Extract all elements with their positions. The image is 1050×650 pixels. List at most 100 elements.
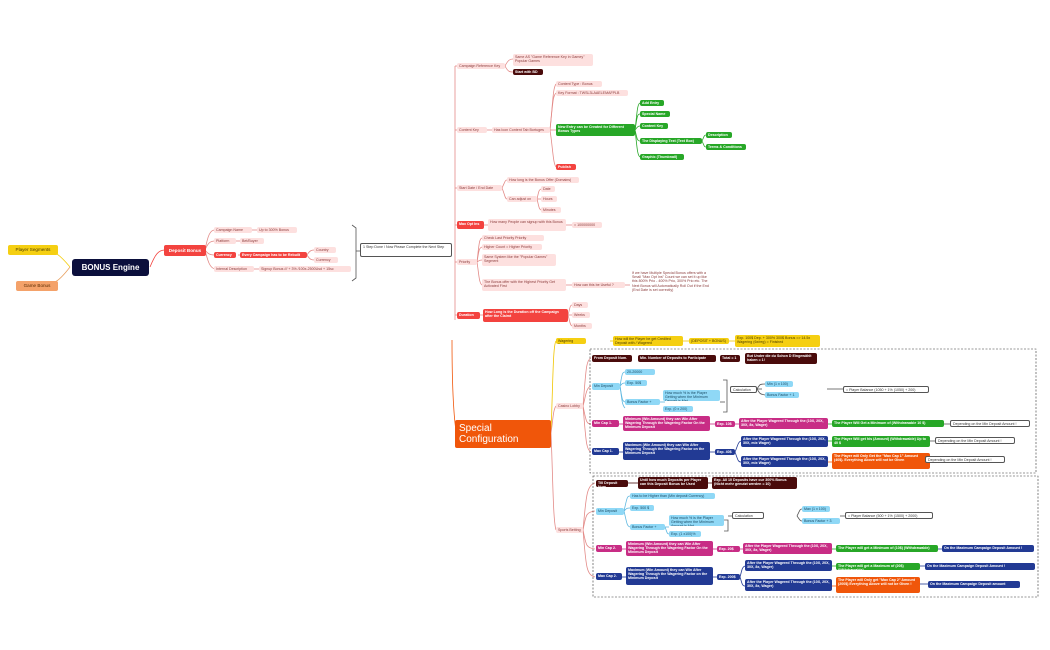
sports-bonus-factor-question[interactable]: How much % is the Player Getting when th…	[669, 515, 724, 526]
duration-question[interactable]: How Long is the Duration off the Campaig…	[483, 309, 568, 322]
wagering-formula[interactable]: (DEPOSIT + BONUS)	[689, 338, 729, 344]
max-cap-2-example[interactable]: Exp. 200$	[717, 574, 740, 580]
can-adjust-node[interactable]: Can adjust on	[507, 196, 537, 202]
bonus-factor-example[interactable]: Exp. (0 x 200)	[663, 406, 693, 412]
currency-value[interactable]: Every Campaign has to be Rebuilt	[240, 252, 307, 258]
min-cap-1-description[interactable]: Minimum (Win Amount) they can Win After …	[623, 416, 710, 431]
calc-result[interactable]: = Player Balance (1050 + 1% (1050) + 200…	[843, 386, 929, 393]
calculation-node[interactable]: Calculation	[730, 386, 757, 393]
sports-min-deposit-rule[interactable]: Has to be Higher than (Min deposit Curre…	[630, 493, 715, 499]
wagering-factor-node[interactable]: Wagering Factor	[556, 338, 586, 344]
max-opt-ins-value[interactable]: = 100000000	[572, 222, 602, 228]
but-under-node[interactable]: But Under die du Schon D Eingewählt habe…	[745, 353, 817, 364]
game-bonus-node[interactable]: Game Bonus	[16, 281, 58, 291]
add-entry-node[interactable]: Add Entry	[640, 100, 664, 106]
terms-node[interactable]: Terms & Conditions	[706, 144, 746, 150]
min-deposit-node[interactable]: Min Deposit	[592, 383, 620, 390]
min-cap-2-result[interactable]: The Player will get a Minimum of (10$) (…	[836, 545, 938, 552]
priority-item-3[interactable]: Same System like the "Popular Games" Seg…	[482, 254, 556, 266]
max-cap-2-after-2[interactable]: After the Player Wagered Through the (10…	[745, 579, 832, 591]
max-cap-2-dependency-1[interactable]: On the Maximum Campaign Deposit Amount !	[925, 563, 1035, 570]
priority-item-2[interactable]: Higher Count = Higher Priority	[482, 244, 542, 250]
sports-calculation-node[interactable]: Calculation	[732, 512, 764, 519]
min-deposit-example[interactable]: Exp. 50$	[625, 380, 647, 386]
description-node[interactable]: Description	[706, 132, 732, 138]
wagering-description[interactable]: How will the Player be get Credited Depo…	[613, 336, 683, 346]
total-node[interactable]: Total = 1	[720, 355, 740, 362]
max-cap-2-description[interactable]: Maximum (Win Amount) they can Win After …	[626, 567, 713, 585]
weeks-option[interactable]: Weeks	[572, 312, 590, 318]
hours-option[interactable]: Hours	[541, 196, 557, 202]
months-option[interactable]: Months	[572, 323, 592, 329]
currency2-node[interactable]: Currency	[314, 257, 338, 263]
max-opt-ins-node[interactable]: Max Opt Ins	[457, 221, 484, 229]
from-deposit-node[interactable]: From Deposit Num.	[592, 355, 632, 362]
date-option[interactable]: Date	[541, 186, 555, 192]
max-cap-2-node[interactable]: Max Cap 2.	[596, 573, 622, 580]
priority-useful-question[interactable]: How can this be Useful ?	[572, 282, 625, 288]
content-type-node[interactable]: Content Type : Bonus	[556, 81, 602, 87]
min-cap-2-node[interactable]: Min Cap 2.	[596, 545, 622, 552]
max-cap-2-result-2[interactable]: The Player will Only get "Max Cap 2" Amo…	[836, 577, 920, 593]
min-cap-2-description[interactable]: Minimum (Win Amount) they can Win After …	[626, 541, 713, 556]
campaign-name-node[interactable]: Campaign Name	[214, 227, 252, 233]
special-configuration-node[interactable]: Special Configuration	[455, 420, 551, 448]
start-date-question[interactable]: How long is the Bonus Offer (Domains)	[507, 177, 579, 183]
campaign-reference-value[interactable]: Same AS "Game Reference Key in Gamey" Po…	[513, 54, 593, 66]
min-cap-1-node[interactable]: Min Cap 1.	[592, 420, 619, 427]
special-name-node[interactable]: Special Name	[640, 111, 670, 117]
min-deposits-participate[interactable]: Min. Number of Deposits to Participate	[638, 355, 716, 362]
max-cap-2-after-1[interactable]: After the Player Wagered Through the (10…	[745, 560, 832, 571]
max-cap-1-example[interactable]: Exp. 40$	[715, 449, 735, 455]
content-key-node[interactable]: Content Key	[457, 127, 487, 133]
start-end-date-node[interactable]: Start Date / End Date	[457, 185, 502, 191]
max-cap-1-result-1[interactable]: The Player Will get his (Amount) (Withdr…	[832, 436, 930, 447]
min-cap-2-example[interactable]: Exp. 20$	[717, 546, 740, 552]
min-cap-1-dependency[interactable]: Depending on the Min Deposit Amount !	[950, 420, 1030, 427]
min-cap-1-result[interactable]: The Player Will Get a Minimum of (Withdr…	[832, 420, 944, 427]
till-deposit-description[interactable]: Until how much Deposits per Player can t…	[638, 477, 708, 489]
player-segments-node[interactable]: Player Segments	[8, 245, 58, 255]
bonus-factor-question[interactable]: How much % is the Player Getting when th…	[663, 390, 720, 401]
max-cap-1-after-2[interactable]: After the Player Wagered Through the (10…	[741, 456, 828, 467]
max-cap-2-result-1[interactable]: The Player will get a Maximum of (20$) (…	[836, 563, 920, 570]
priority-item-4[interactable]: The Bonus offer with the Highest Priorit…	[482, 279, 566, 291]
min-deposit-range[interactable]: 20-20000	[625, 369, 655, 375]
platform-value[interactable]: Bet/Buyer	[240, 238, 264, 244]
platform-node[interactable]: Platform	[214, 238, 236, 244]
deposit-bonus-node[interactable]: Deposit Bonus	[164, 245, 206, 256]
min-cap-2-dependency[interactable]: On the Maximum Campaign Deposit Amount !	[942, 545, 1034, 552]
sports-min-deposit-node[interactable]: Min Deposit	[596, 508, 624, 515]
calc-min-item[interactable]: Min (1 x 100)	[765, 381, 793, 387]
campaign-name-value[interactable]: Up to 300% Bonus	[257, 227, 297, 233]
days-option[interactable]: Days	[572, 302, 588, 308]
campaign-reference-key-node[interactable]: Campaign Reference Key	[457, 63, 505, 69]
graphic-thumbnail-node[interactable]: Graphic (Thumbnail)	[640, 154, 684, 160]
casino-lobby-node[interactable]: Casino Lobby	[556, 403, 583, 409]
sports-calc-result[interactable]: = Player Balance (500 + 1% (1500) + 2000…	[845, 512, 933, 519]
root-node-bonus-engine[interactable]: BONUS Engine	[72, 259, 149, 276]
min-cap-2-after[interactable]: After the Player Wagered Through the (10…	[743, 543, 832, 554]
till-deposit-node[interactable]: Till Deposit Num.	[596, 480, 628, 487]
start-with-bd-node[interactable]: Start with BD	[513, 69, 543, 75]
sports-calc-bonus-item[interactable]: Bonus Factor + 3	[802, 518, 840, 524]
max-cap-1-dependency-1[interactable]: Depending on the Min Deposit Amount !	[935, 437, 1015, 444]
country-node[interactable]: Country	[314, 247, 336, 253]
new-entry-node[interactable]: New Entry can be Created for Different B…	[556, 124, 635, 136]
priority-node[interactable]: Priority	[457, 259, 477, 265]
bonus-factor-node[interactable]: Bonus Factor +	[625, 399, 660, 405]
currency-node[interactable]: Currency	[214, 252, 236, 258]
calc-bonus-item[interactable]: Bonus Factor + 1	[765, 392, 799, 398]
sports-calc-max-item[interactable]: Max (1 x 100)	[802, 506, 830, 512]
displaying-text-node[interactable]: The Displaying Text (Text Box)	[640, 138, 702, 144]
content-key-note[interactable]: Has Icon Content Tab Bortuges	[492, 127, 550, 133]
sports-bonus-factor-example[interactable]: Exp. (1 x100)%	[669, 531, 701, 537]
max-cap-1-result-2[interactable]: The Player will Only Get the "Max Cap 1"…	[832, 453, 930, 469]
max-opt-ins-question[interactable]: How many People can signup with this Bon…	[488, 219, 566, 231]
min-cap-1-example[interactable]: Exp. 10$	[715, 421, 735, 427]
max-cap-1-description[interactable]: Maximum (Win Amount) they can Win After …	[623, 442, 710, 460]
max-cap-2-dependency-2[interactable]: On the Maximum Campaign Deposit amount	[928, 581, 1020, 588]
internal-description-node[interactable]: Internal Description	[214, 266, 254, 272]
publish-node[interactable]: Publish	[556, 164, 576, 170]
sports-min-deposit-example[interactable]: Exp. 500 $	[630, 505, 654, 511]
